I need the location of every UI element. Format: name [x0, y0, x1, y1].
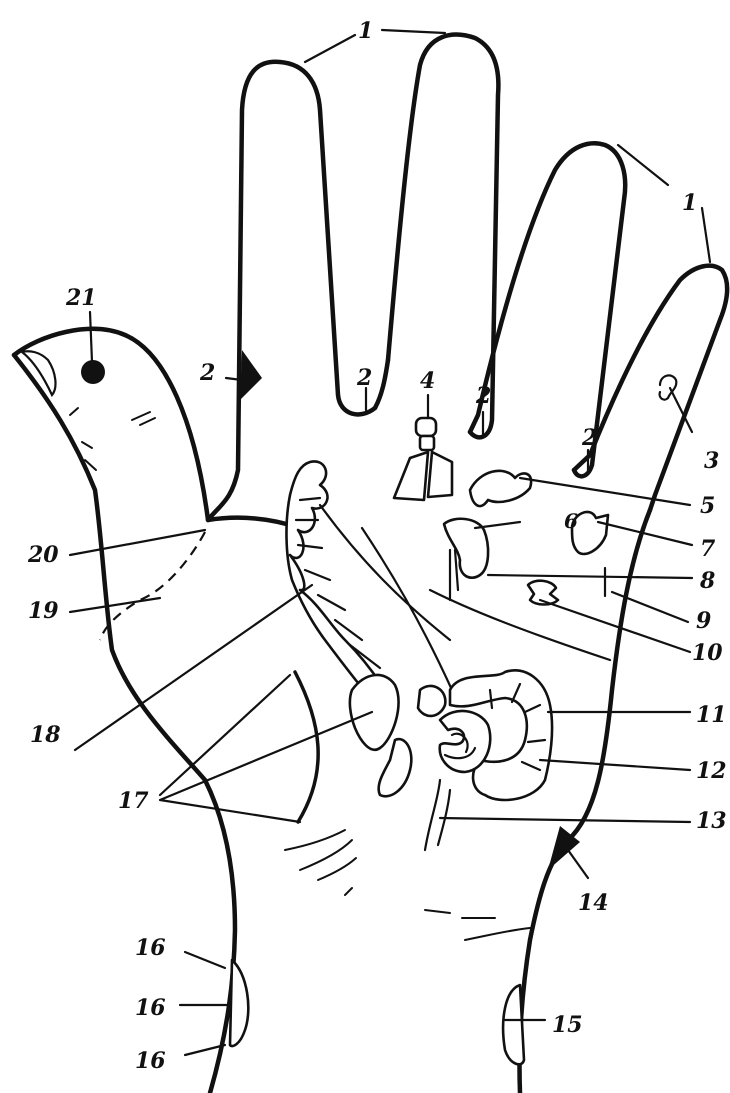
labels: 1 1 2 2 2 2 3 4 5 6 7 8 9 10 11 12 13 14…	[27, 18, 727, 1074]
label-13: 13	[696, 808, 727, 834]
label-16-bottom: 16	[135, 1048, 166, 1074]
label-9: 9	[696, 608, 711, 634]
wrist-crease-1	[425, 910, 495, 918]
wrist-bump-right	[503, 985, 524, 1064]
label-1-top: 1	[358, 18, 373, 44]
palm-crease-4	[345, 888, 352, 895]
spine-organ	[286, 461, 389, 705]
lungs-organ	[470, 471, 531, 506]
label-18: 18	[30, 722, 61, 748]
label-4: 4	[420, 368, 435, 394]
label-21: 21	[65, 285, 97, 311]
palm-crease-1	[285, 830, 345, 850]
eye-point-dot	[81, 360, 105, 384]
wrist-bump-left	[230, 960, 248, 1046]
label-2-web-b: 2	[475, 383, 491, 409]
leader-lines	[70, 30, 710, 1055]
small-intestine-organ	[440, 711, 490, 772]
throat-organ	[394, 418, 452, 500]
index-side-notch	[240, 350, 262, 400]
label-19: 19	[28, 598, 59, 624]
label-17: 17	[118, 788, 149, 814]
lower-organs	[350, 675, 450, 850]
label-16-mid: 16	[135, 995, 166, 1021]
label-8: 8	[699, 568, 715, 594]
label-2-web-c: 2	[581, 425, 597, 451]
label-2-web-a: 2	[356, 365, 372, 391]
hand-outline	[14, 35, 727, 1093]
label-10: 10	[692, 640, 723, 666]
middle-finger-outline	[388, 35, 498, 438]
label-5: 5	[700, 493, 715, 519]
label-20: 20	[27, 542, 59, 568]
thumb-crease	[132, 412, 155, 425]
thumb-base-dashed	[100, 532, 205, 640]
label-7: 7	[700, 536, 716, 562]
label-15: 15	[552, 1012, 583, 1038]
organ-lines	[320, 505, 452, 690]
label-2-thumb: 2	[199, 360, 215, 386]
stomach-organ	[444, 519, 488, 600]
wrist-crease-2	[465, 928, 530, 940]
label-14: 14	[578, 890, 609, 916]
label-12: 12	[696, 758, 727, 784]
palm-crease-3	[318, 858, 356, 880]
label-16-top: 16	[135, 935, 166, 961]
bladder-area-outline	[295, 672, 318, 822]
label-3: 3	[704, 448, 719, 474]
label-6: 6	[564, 509, 578, 533]
label-11: 11	[696, 702, 727, 728]
label-1-right: 1	[682, 190, 697, 216]
